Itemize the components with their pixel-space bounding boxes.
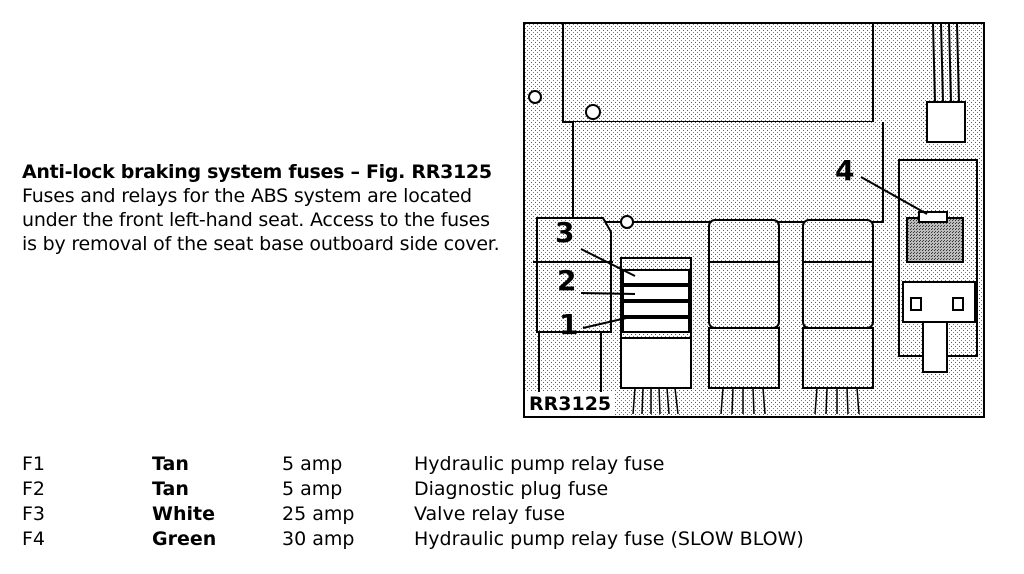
section-body-text: Fuses and relays for the ABS system are … <box>22 185 500 255</box>
fuse-code: F4 <box>22 528 46 550</box>
fuse-rating: 5 amp <box>282 453 343 475</box>
fuse-color: Green <box>152 528 217 550</box>
callout-label-3: 3 <box>555 216 575 249</box>
fuse-description: Valve relay fuse <box>414 503 566 525</box>
callout-label-4: 4 <box>835 154 855 187</box>
fuse-table: F1 Tan 5 amp Hydraulic pump relay fuse F… <box>22 452 982 552</box>
fuse-description: Hydraulic pump relay fuse (SLOW BLOW) <box>414 528 804 550</box>
fuse-code: F2 <box>22 478 46 500</box>
fuse-rating: 30 amp <box>282 528 355 550</box>
table-row: F2 Tan 5 amp Diagnostic plug fuse <box>22 477 982 502</box>
table-row: F1 Tan 5 amp Hydraulic pump relay fuse <box>22 452 982 477</box>
figure-caption: RR3125 <box>529 393 612 415</box>
fuse-description: Diagnostic plug fuse <box>414 478 609 500</box>
fuse-box-illustration: 3 2 1 4 RR3125 <box>523 22 985 418</box>
fuse-code: F3 <box>22 503 46 525</box>
table-row: F3 White 25 amp Valve relay fuse <box>22 502 982 527</box>
fuse-color: Tan <box>152 453 189 475</box>
intro-text-block: Anti-lock braking system fuses – Fig. RR… <box>22 160 502 256</box>
callout-label-2: 2 <box>557 264 577 297</box>
fuse-color: Tan <box>152 478 189 500</box>
fuse-color: White <box>152 503 215 525</box>
fuse-rating: 25 amp <box>282 503 355 525</box>
table-row: F4 Green 30 amp Hydraulic pump relay fus… <box>22 527 982 552</box>
fuse-description: Hydraulic pump relay fuse <box>414 453 665 475</box>
fuse-code: F1 <box>22 453 46 475</box>
fuse-rating: 5 amp <box>282 478 343 500</box>
section-heading: Anti-lock braking system fuses – Fig. RR… <box>22 161 492 183</box>
callout-label-1: 1 <box>559 308 579 341</box>
